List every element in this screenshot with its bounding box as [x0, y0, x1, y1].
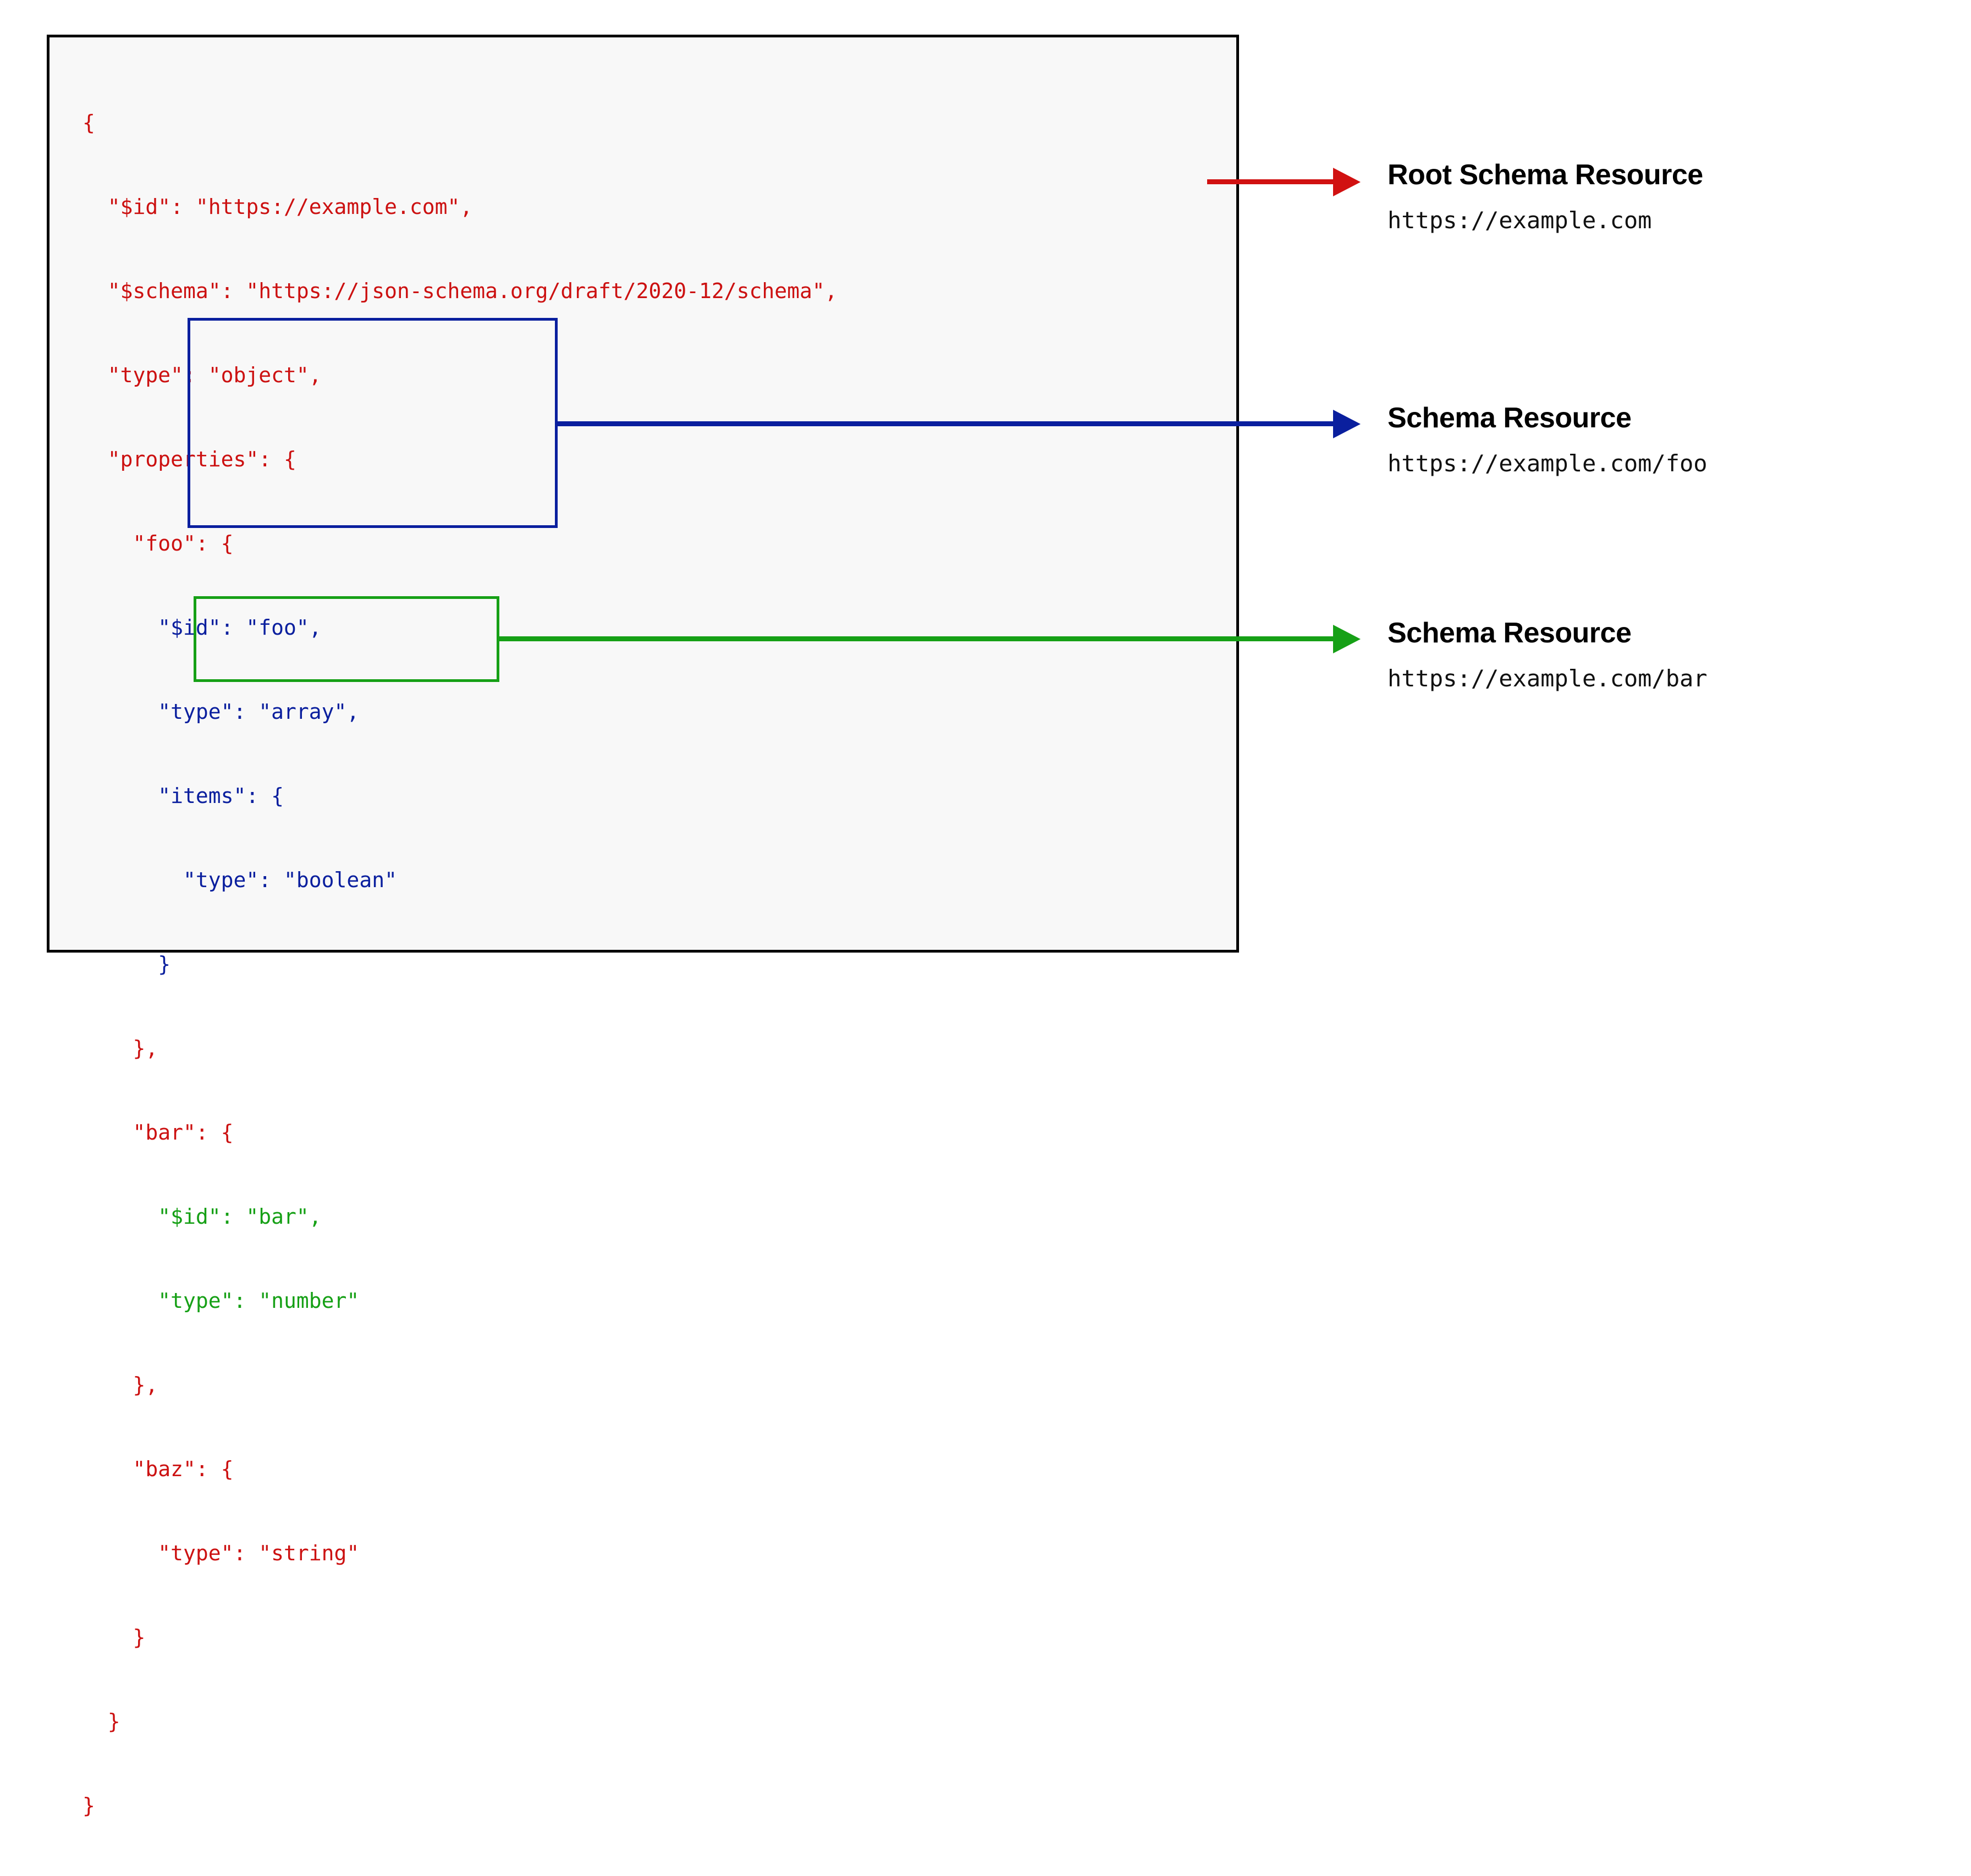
code-line: } — [82, 1625, 146, 1649]
code-line: "type": "number" — [82, 1289, 360, 1313]
code-line: "$id": "bar", — [82, 1204, 322, 1229]
code-line: "$id": "https://example.com", — [82, 195, 473, 219]
code-line: } — [82, 952, 171, 976]
code-line: }, — [82, 1036, 158, 1060]
json-code-block: { "$id": "https://example.com", "$schema… — [82, 53, 838, 1876]
annotation-foo-schema: Schema Resource https://example.com/foo — [1388, 401, 1708, 477]
annotation-bar-schema: Schema Resource https://example.com/bar — [1388, 617, 1708, 692]
code-line: "type": "object", — [82, 363, 322, 387]
annotation-title: Schema Resource — [1388, 402, 1632, 434]
code-line: "foo": { — [82, 531, 234, 555]
code-line: "type": "string" — [82, 1541, 360, 1565]
code-line: "items": { — [82, 784, 284, 808]
diagram-canvas: { "$id": "https://example.com", "$schema… — [47, 35, 1708, 1818]
annotation-url: https://example.com — [1388, 207, 1652, 234]
annotation-url: https://example.com/foo — [1388, 450, 1708, 477]
code-line: "properties": { — [82, 447, 296, 471]
code-line: } — [82, 1794, 95, 1818]
root-schema-arrow-line — [1207, 179, 1339, 184]
code-line: "type": "array", — [82, 700, 360, 724]
code-line: } — [82, 1709, 120, 1734]
json-code-panel: { "$id": "https://example.com", "$schema… — [47, 35, 1239, 1818]
code-line: "bar": { — [82, 1120, 234, 1145]
code-line: { — [82, 111, 95, 135]
annotation-title: Schema Resource — [1388, 617, 1632, 649]
code-line: "type": "boolean" — [82, 868, 397, 892]
bar-schema-arrow-head-icon — [1333, 625, 1361, 653]
root-schema-arrow-head-icon — [1333, 168, 1361, 196]
code-line: "baz": { — [82, 1457, 234, 1481]
code-line: }, — [82, 1373, 158, 1397]
code-line: "$schema": "https://json-schema.org/draf… — [82, 279, 838, 303]
bar-schema-arrow-line — [497, 636, 1339, 641]
foo-schema-arrow-line — [555, 421, 1339, 426]
annotation-root-schema: Root Schema Resource https://example.com — [1388, 158, 1703, 234]
annotation-title: Root Schema Resource — [1388, 159, 1703, 191]
annotation-url: https://example.com/bar — [1388, 665, 1708, 692]
foo-schema-arrow-head-icon — [1333, 410, 1361, 438]
